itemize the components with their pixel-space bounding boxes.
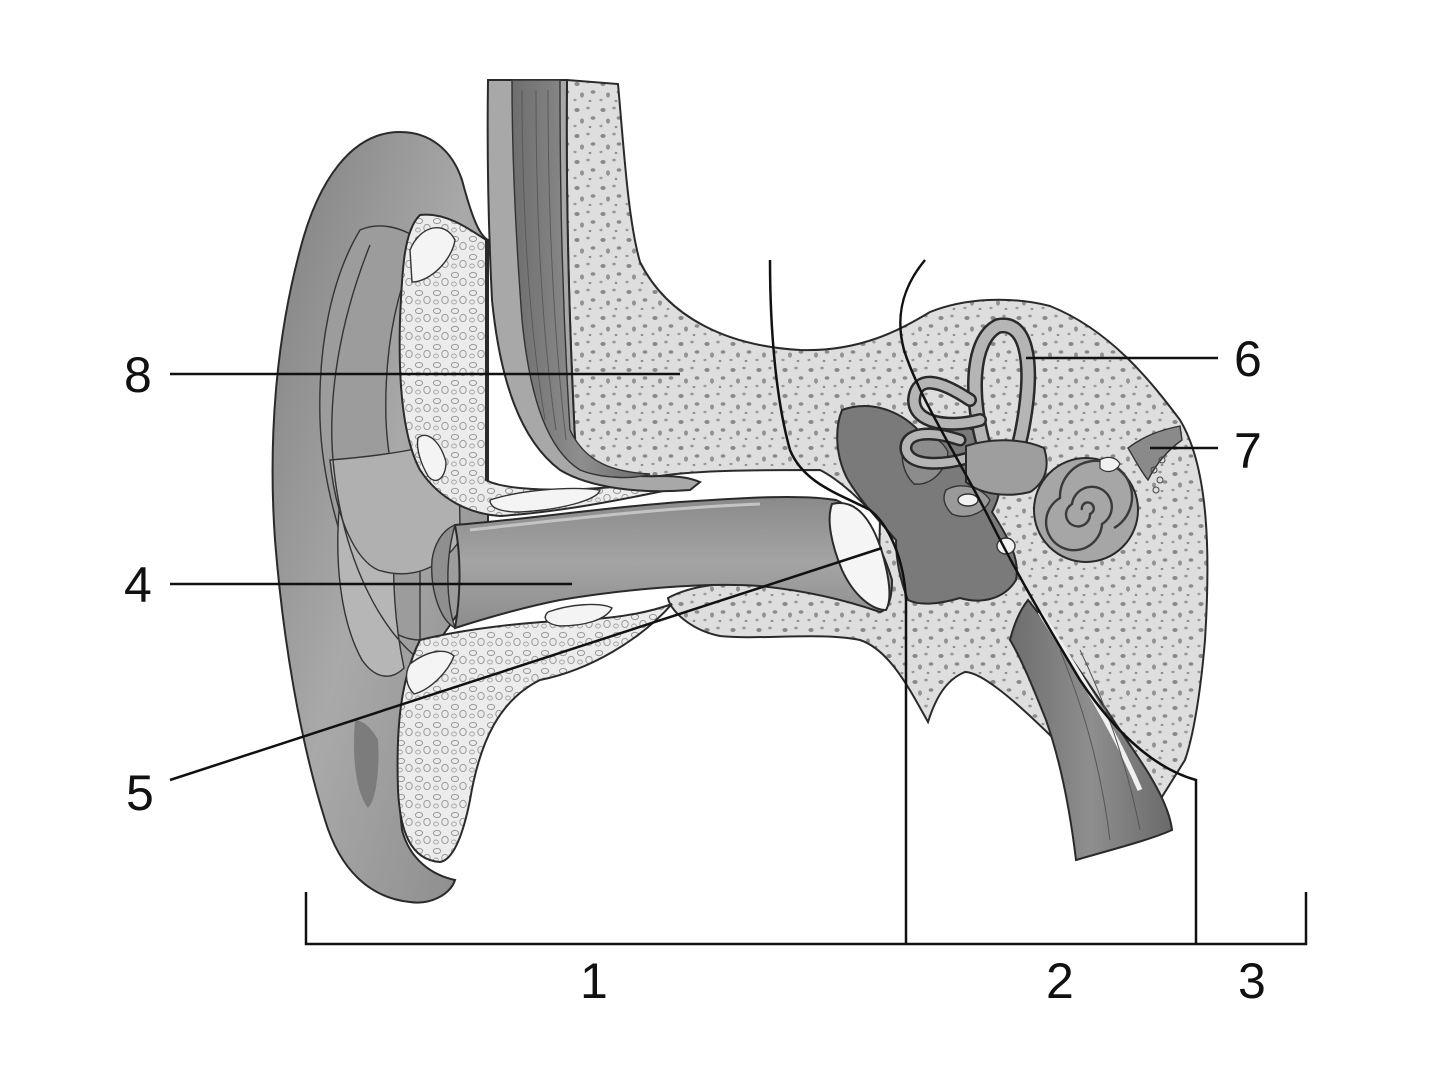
- label-4: 4: [124, 557, 152, 613]
- region-bracket: [304, 892, 1308, 946]
- label-2: 2: [1046, 953, 1074, 1009]
- cartilage-pad-1: [409, 227, 456, 283]
- nerve-ganglion-dots: [1150, 456, 1166, 494]
- stapes-footplate: [957, 493, 979, 507]
- cartilage-pad-4: [544, 603, 613, 627]
- muscle-striation: [521, 89, 567, 441]
- vestibule: [965, 439, 1048, 496]
- divider-outer-middle: [768, 259, 908, 944]
- semicircular-canals: [899, 317, 1037, 470]
- label-6: 6: [1234, 331, 1262, 387]
- label-8: 8: [124, 347, 152, 403]
- cartilage-lower: [396, 603, 673, 864]
- cochlea: [1033, 456, 1139, 563]
- label-7: 7: [1234, 423, 1262, 479]
- lobule-shadow: [354, 720, 379, 808]
- cartilage-pad-5: [405, 650, 455, 695]
- cartilage-pad-3: [489, 487, 601, 513]
- label-5: 5: [126, 765, 154, 821]
- leader-5: [169, 546, 883, 782]
- cartilage-pad-2: [416, 434, 447, 481]
- temporal-muscle: [511, 79, 651, 479]
- cochlear-nerve: [1127, 425, 1183, 482]
- label-3: 3: [1238, 953, 1266, 1009]
- canal-highlight: [469, 502, 761, 532]
- divider-middle-inner: [899, 259, 1198, 944]
- canal-entrance: [431, 523, 457, 630]
- tube-striation: [1059, 649, 1141, 841]
- cartilage-upper: [398, 213, 669, 518]
- ear-canal: [453, 495, 894, 630]
- helix-rim-line: [331, 244, 421, 661]
- label-1: 1: [580, 953, 608, 1009]
